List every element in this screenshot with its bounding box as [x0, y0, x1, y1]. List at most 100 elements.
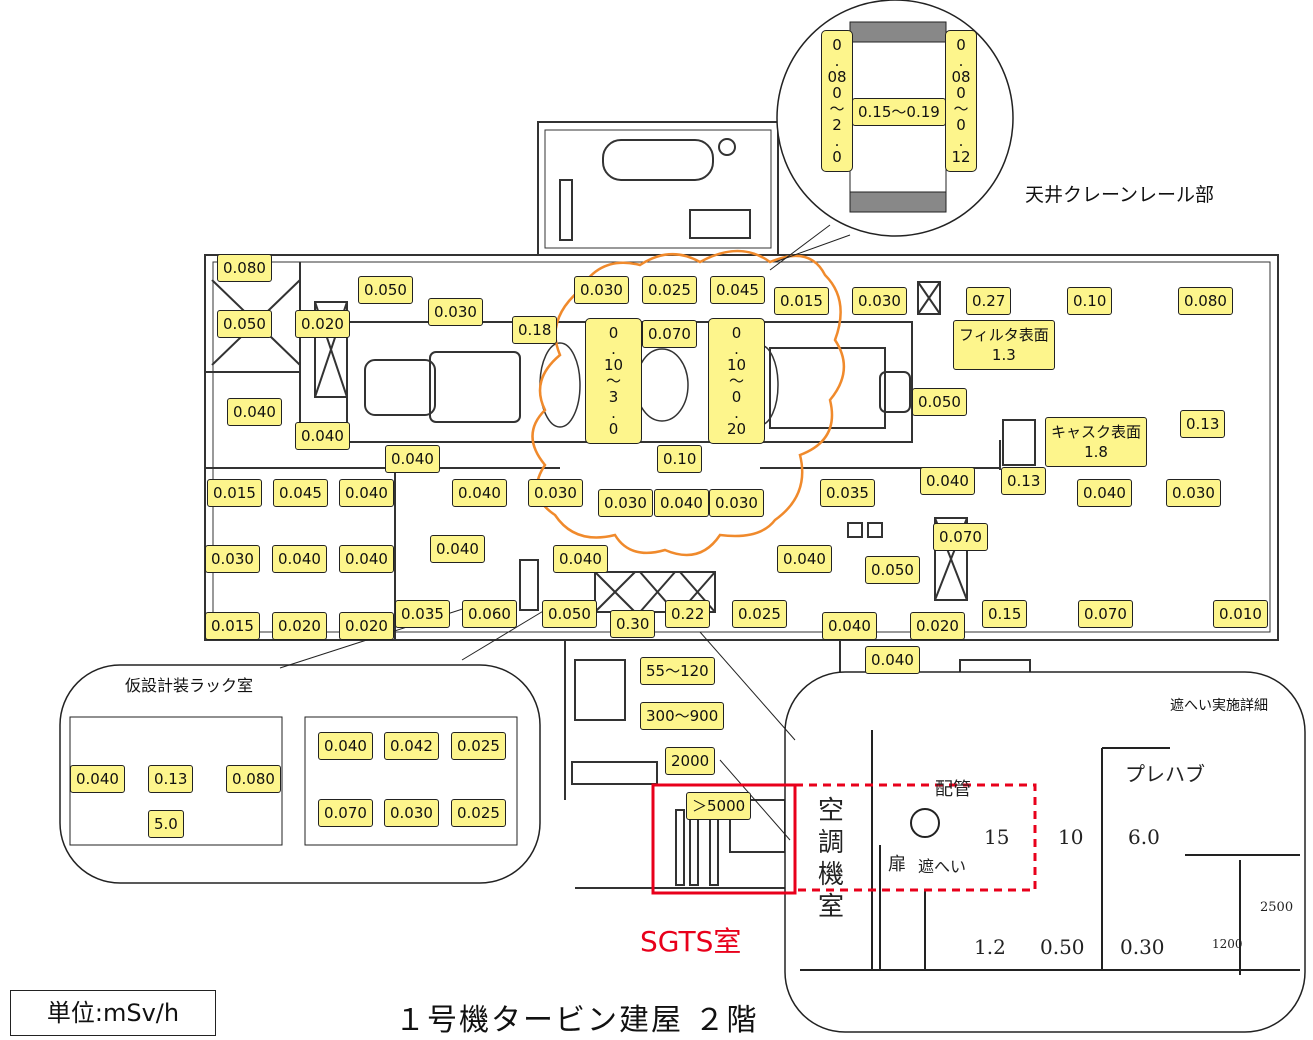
- vertical-char: 08: [951, 68, 971, 86]
- dose-value-top: 6.0: [1128, 825, 1160, 849]
- turbine-label-hp: 0.10〜3.0: [585, 318, 642, 444]
- dose-label: 0.22: [665, 600, 711, 628]
- vertical-char: 0: [731, 388, 742, 406]
- prefab-note: プレハブ: [1125, 762, 1205, 786]
- shield-detail-title: 遮へい実施詳細: [1170, 698, 1268, 714]
- dose-label: 0.010: [1213, 600, 1268, 628]
- dose-label: 0.070: [1078, 600, 1133, 628]
- room-char: 空: [818, 796, 845, 826]
- unit-box: 単位:mSv/h: [10, 990, 216, 1036]
- dose-label: 0.035: [395, 600, 450, 628]
- dose-label: 0.045: [710, 276, 765, 304]
- crane-center-label: 0.15〜0.19: [852, 98, 946, 126]
- dose-label: 0.015: [774, 287, 829, 315]
- dose-label: 0.050: [358, 276, 413, 304]
- dose-label: 0.040: [553, 545, 608, 573]
- dose-label: 0.015: [205, 612, 260, 640]
- dose-value-bottom: 1.2: [974, 935, 1006, 959]
- shield-highlight: [793, 783, 1037, 892]
- dimension-a: 2500: [1260, 900, 1294, 915]
- page-title: １号機タービン建屋 ２階: [395, 1003, 759, 1038]
- vertical-char: 0: [731, 324, 742, 342]
- dose-label: 0.050: [912, 388, 967, 416]
- dose-label: 0.040: [777, 545, 832, 573]
- dose-label: 0.030: [528, 479, 583, 507]
- dose-label: 0.13: [1001, 467, 1047, 495]
- dose-label: 0.040: [339, 545, 394, 573]
- dose-label: 0.13: [1180, 410, 1226, 438]
- rack-left-label: 0.040: [70, 765, 125, 793]
- vertical-char: .: [734, 404, 739, 422]
- dose-label: 0.040: [452, 479, 507, 507]
- rack-right-label: 0.070: [318, 799, 373, 827]
- dose-label: 0.040: [1077, 479, 1132, 507]
- filter-surface-value: 1.3: [991, 346, 1016, 364]
- dose-label: 0.050: [217, 310, 272, 338]
- vertical-char: 〜: [953, 100, 969, 118]
- dose-label: 0.040: [822, 612, 877, 640]
- upper-annex: [537, 121, 779, 256]
- vertical-char: 12: [951, 148, 971, 166]
- vertical-char: 08: [827, 68, 847, 86]
- rack-left-label: 0.080: [226, 765, 281, 793]
- dose-label: 0.020: [910, 612, 965, 640]
- dose-label: 0.020: [339, 612, 394, 640]
- dose-label: 0.015: [207, 479, 262, 507]
- vertical-char: .: [834, 52, 840, 70]
- dose-label: 0.040: [430, 535, 485, 563]
- dose-label: 0.15: [982, 600, 1028, 628]
- contamination-cloud: [531, 249, 846, 557]
- vertical-char: 0: [832, 84, 842, 102]
- vertical-char: 0: [956, 84, 966, 102]
- dose-label: 0.10: [1067, 287, 1113, 315]
- dose-label: 0.070: [933, 523, 988, 551]
- dose-label: 0.10: [657, 445, 703, 473]
- vertical-char: .: [958, 132, 964, 150]
- dose-label: 0.040: [865, 646, 920, 674]
- dose-label: 300〜900: [640, 702, 725, 730]
- rack-right-label: 0.025: [451, 799, 506, 827]
- room-char: 室: [818, 892, 845, 922]
- dose-label: 0.025: [732, 600, 787, 628]
- rack-right-label: 0.030: [384, 799, 439, 827]
- dose-label: 0.020: [295, 310, 350, 338]
- rack-callout: [59, 664, 541, 884]
- pipe-note: 配管: [935, 779, 971, 800]
- dose-label: 55〜120: [640, 657, 715, 685]
- vertical-char: 20: [726, 420, 747, 438]
- shield-callout: [784, 671, 1306, 1033]
- vertical-char: 〜: [605, 372, 621, 390]
- dose-label: 0.040: [920, 467, 975, 495]
- rack-right-label: 0.025: [451, 732, 506, 760]
- dose-label: 0.030: [1166, 479, 1221, 507]
- vertical-char: 10: [603, 356, 624, 374]
- vertical-char: 0: [608, 324, 619, 342]
- vertical-char: 0: [832, 148, 842, 166]
- vertical-char: 10: [726, 356, 747, 374]
- vertical-char: 2: [832, 116, 842, 134]
- dose-label: 0.080: [1178, 287, 1233, 315]
- dose-value-top: 15: [984, 825, 1010, 849]
- dose-label: 0.040: [654, 489, 709, 517]
- dose-label: 0.060: [462, 600, 517, 628]
- dose-label: 0.040: [272, 545, 327, 573]
- vertical-char: 0: [832, 36, 842, 54]
- vertical-char: 0: [608, 420, 619, 438]
- filter-surface-label: フィルタ表面 1.3: [953, 320, 1055, 370]
- cask-surface-label: キャスク表面 1.8: [1045, 417, 1148, 467]
- door-note: 扉: [888, 854, 906, 875]
- dose-label: 0.025: [642, 276, 697, 304]
- crane-caption: 天井クレーンレール部: [1025, 184, 1215, 206]
- dose-label: ＞5000: [686, 792, 752, 820]
- dose-label: 0.040: [339, 479, 394, 507]
- dose-value-bottom: 0.30: [1120, 935, 1165, 959]
- vertical-char: 〜: [829, 100, 845, 118]
- dose-label: 0.080: [217, 254, 272, 282]
- vertical-char: 0: [956, 116, 966, 134]
- dose-label: 0.020: [272, 612, 327, 640]
- room-char: 機: [818, 860, 845, 890]
- rack-right-label: 0.042: [384, 732, 439, 760]
- dose-label: 2000: [665, 747, 716, 775]
